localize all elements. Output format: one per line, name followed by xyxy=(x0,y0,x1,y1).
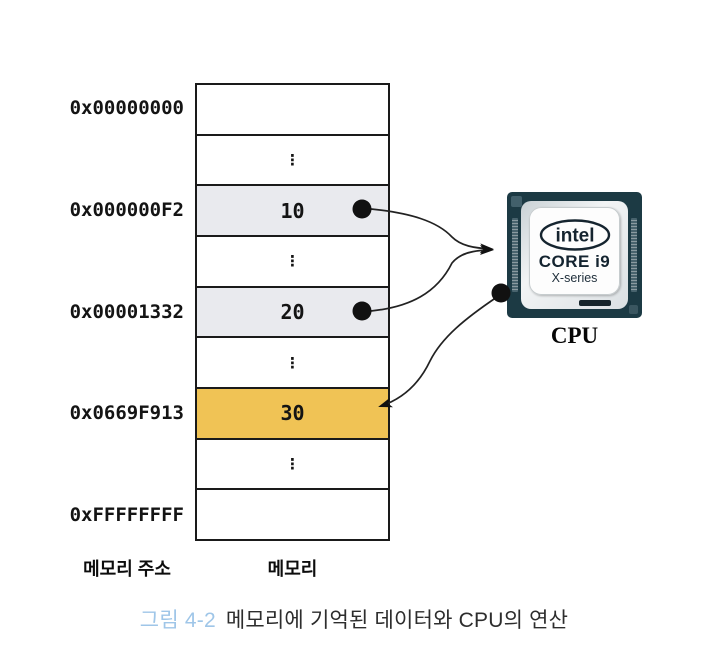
cpu-model-text: CORE i9 xyxy=(538,251,611,271)
cpu-contact-strip xyxy=(631,218,637,292)
arrow-cpu-to-mem30 xyxy=(378,296,498,408)
memory-cell-30: 30 xyxy=(197,387,388,438)
memory-address-column-caption: 메모리 주소 xyxy=(83,559,171,579)
memory-cell-empty xyxy=(197,488,388,539)
memory-cell-20: 20 xyxy=(197,285,388,337)
cpu-substrate: intel CORE i9 X-series xyxy=(521,201,628,309)
cpu-capacitor-bar xyxy=(578,300,611,306)
memory-address-label: 0x0669F913 xyxy=(69,402,184,424)
figure-caption: 그림 4-2 메모리에 기억된 데이터와 CPU의 연산 xyxy=(0,604,708,634)
memory-cell-ellipsis: ⋮ xyxy=(197,235,388,286)
memory-column-caption: 메모리 xyxy=(267,559,318,579)
memory-cell-10: 10 xyxy=(197,184,388,236)
memory-cell-empty xyxy=(197,85,388,134)
intel-logo-icon: intel xyxy=(539,218,610,251)
memory-address-label: 0x000000F2 xyxy=(69,199,184,221)
cpu-corner-pad xyxy=(511,196,522,207)
memory-address-label: 0x00001332 xyxy=(69,301,184,323)
figure-number: 그림 4-2 xyxy=(139,609,216,632)
cpu-series-text: X-series xyxy=(551,270,598,285)
memory-cell-ellipsis: ⋮ xyxy=(197,336,388,387)
cpu-die: intel CORE i9 X-series xyxy=(529,207,620,295)
cpu-contact-strip xyxy=(512,218,518,292)
memory-table: ⋮ 10 ⋮ 20 ⋮ 30 ⋮ xyxy=(195,83,390,541)
svg-text:intel: intel xyxy=(555,225,594,246)
cpu-caption: CPU xyxy=(550,323,599,348)
cpu-chip: intel CORE i9 X-series xyxy=(507,192,642,318)
memory-cell-ellipsis: ⋮ xyxy=(197,437,388,489)
memory-address-label: 0x00000000 xyxy=(69,97,184,119)
figure-caption-text: 메모리에 기억된 데이터와 CPU의 연산 xyxy=(225,609,569,632)
memory-address-label: 0xFFFFFFFF xyxy=(69,504,184,526)
cpu-corner-pad xyxy=(629,305,638,314)
memory-cell-ellipsis: ⋮ xyxy=(197,133,388,185)
